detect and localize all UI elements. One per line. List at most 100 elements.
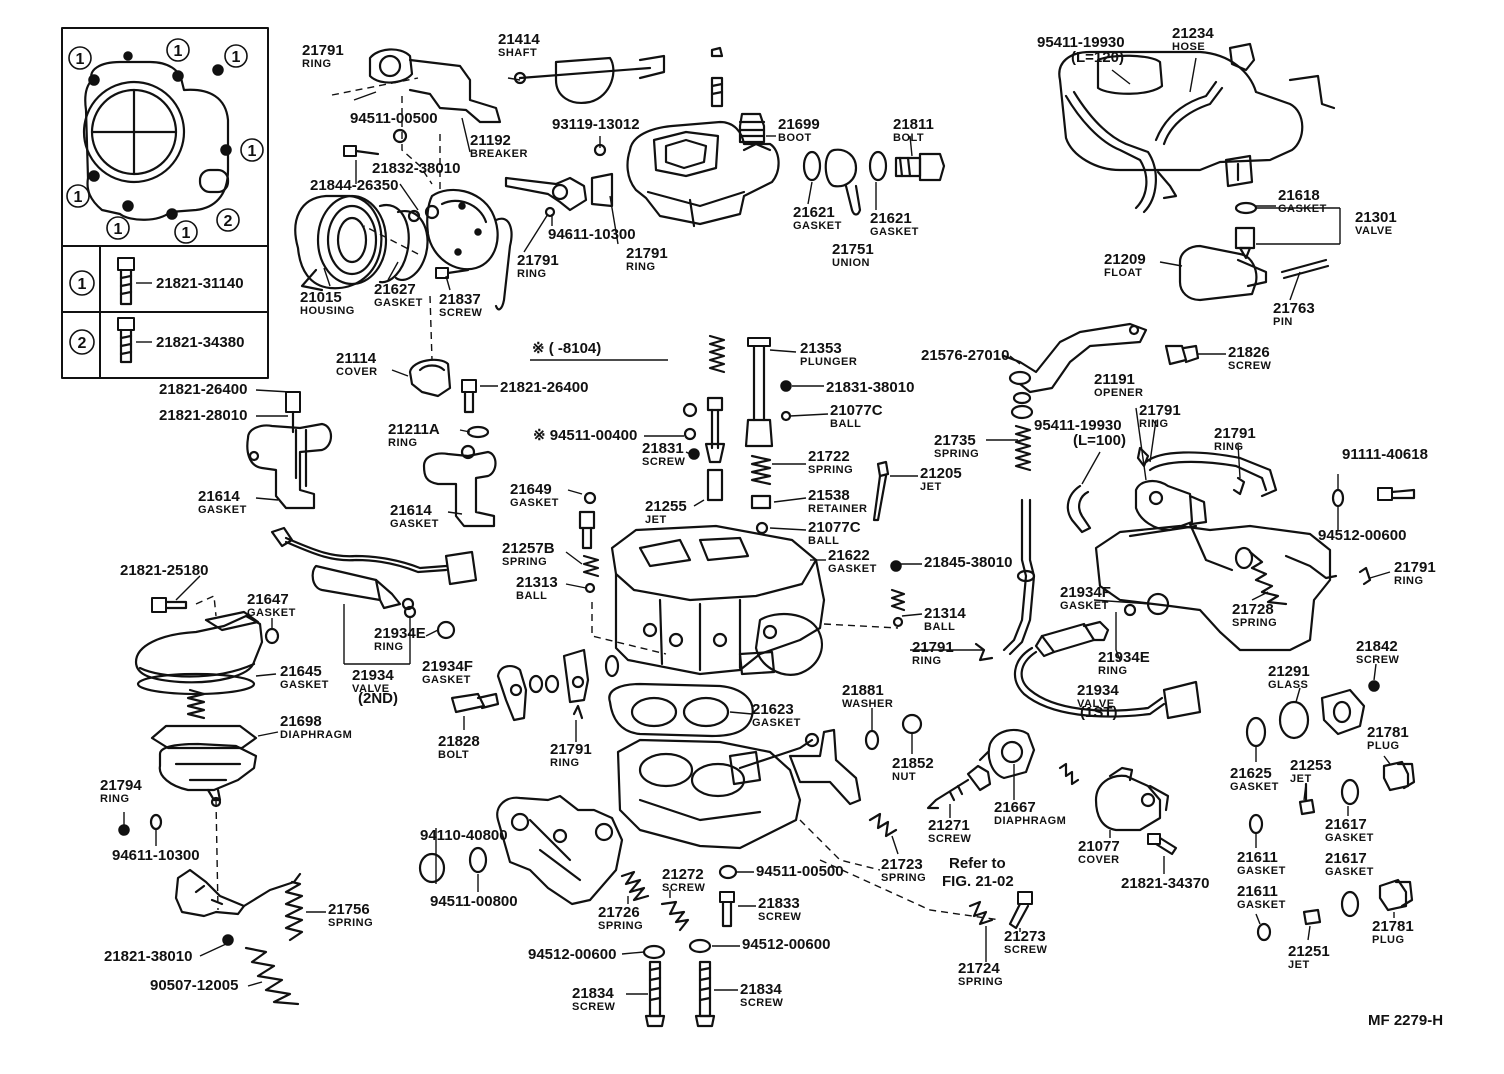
breaker-21192 [368,48,502,124]
shaft-21414 [513,54,666,104]
part-number: 94611-10300 [548,226,636,243]
plunger-21353 [744,337,774,448]
part-number: 21077C [830,402,883,419]
part-number: 21934 [1077,682,1119,699]
cover-diaphragm [426,188,513,311]
washer-94511-00500 [392,128,408,144]
part-name: GASKET [870,226,919,238]
hose-21234 [1064,80,1224,214]
part-name: SCREW [928,833,972,845]
part-callout-21845-38010: 21845-38010 [924,554,1012,571]
gasket-21611a [1248,813,1264,835]
part-name: BREAKER [470,148,528,160]
part-name: UNION [832,257,870,269]
spring-21724 [968,900,994,926]
part-name: BOLT [893,132,924,144]
part-name: RING [1139,418,1169,430]
glass-21291 [1278,700,1310,740]
part-name: BALL [924,621,955,633]
part-name: RING [100,793,130,805]
part-callout-94511-00800: 94511-00800 [430,893,518,910]
part-callout-94611-10300: 94611-10300 [112,847,200,864]
bracket-21614-left [246,391,333,510]
part-number: 21077C [808,519,861,536]
part-callout-94511-00400: ※ 94511-00400 [533,427,637,444]
part-number: 21618 [1278,187,1320,204]
part-number: 21791 [302,42,344,59]
part-name: SCREW [662,882,706,894]
part-name: PLUG [1372,934,1405,946]
diagram-code: MF 2279-H [1368,1012,1443,1029]
part-callout-90507-12005: 90507-12005 [150,977,238,994]
glass-frame [1320,688,1366,736]
part-number: 21724 [958,960,1000,977]
ring-21211a [466,425,490,439]
part-name: GASKET [390,518,439,530]
part-number: 21723 [881,856,923,873]
part-number: 21844-26350 [310,177,398,194]
part-number: 21255 [645,498,687,515]
part-number: 21828 [438,733,480,750]
svg-text:1: 1 [74,189,83,206]
part-callout-21821-25180: 21821-25180 [120,562,208,579]
part-name: RING [517,268,547,280]
part-labels: 21791RING21414SHAFT94511-0050021192BREAK… [100,25,1436,1013]
part-callout-91111-40618: 91111-40618 [1342,446,1428,463]
part-number: 21576-27010 [921,347,1009,364]
part-name: COVER [336,366,378,378]
part-name: DIAPHRAGM [280,729,352,741]
part-name: OPENER [1094,387,1143,399]
gasket-21623 [608,682,754,738]
part-number: 21301 [1355,209,1397,226]
part-name: FLOAT [1104,267,1142,279]
svg-text:1: 1 [114,221,123,238]
pump-lever [174,868,302,918]
part-number: ※ 94511-00400 [533,427,637,444]
screw-21834-right [694,960,716,1028]
gasket-21647 [264,627,280,645]
part-callout-21844-26350: 21844-26350 [310,177,398,194]
legend-screw-2: 21821-34380 [117,317,244,364]
part-number: 21821-28010 [159,407,247,424]
pin-21763 [1280,258,1328,274]
part-number: 21211A [388,421,440,438]
part-number: 21205 [920,465,962,482]
part-number: 21272 [662,866,704,883]
screw-21826 [1164,344,1200,366]
part-name: GASKET [1325,832,1374,844]
part-number: 21826 [1228,344,1270,361]
fast-idle-lever [496,648,620,722]
part-name: BOOT [778,132,812,144]
part-name: RING [626,261,656,273]
part-name: GASKET [247,607,296,619]
part-number: 21811 [893,116,934,133]
part-name: RING [1394,575,1424,587]
part-number: 21821-26400 [159,381,247,398]
part-number: 21833 [758,895,800,912]
part-callout-1ST: (1ST) [1080,704,1118,721]
part-callout-21831-38010: 21831-38010 [826,379,914,396]
bracket-21576 [1002,322,1148,394]
part-number: 21834 [572,985,614,1002]
part-name: GASKET [198,504,247,516]
flange-drawing [82,51,232,221]
part-name: GASKET [1060,600,1109,612]
part-name: GASKET [828,563,877,575]
gasket-21621a [802,150,822,182]
